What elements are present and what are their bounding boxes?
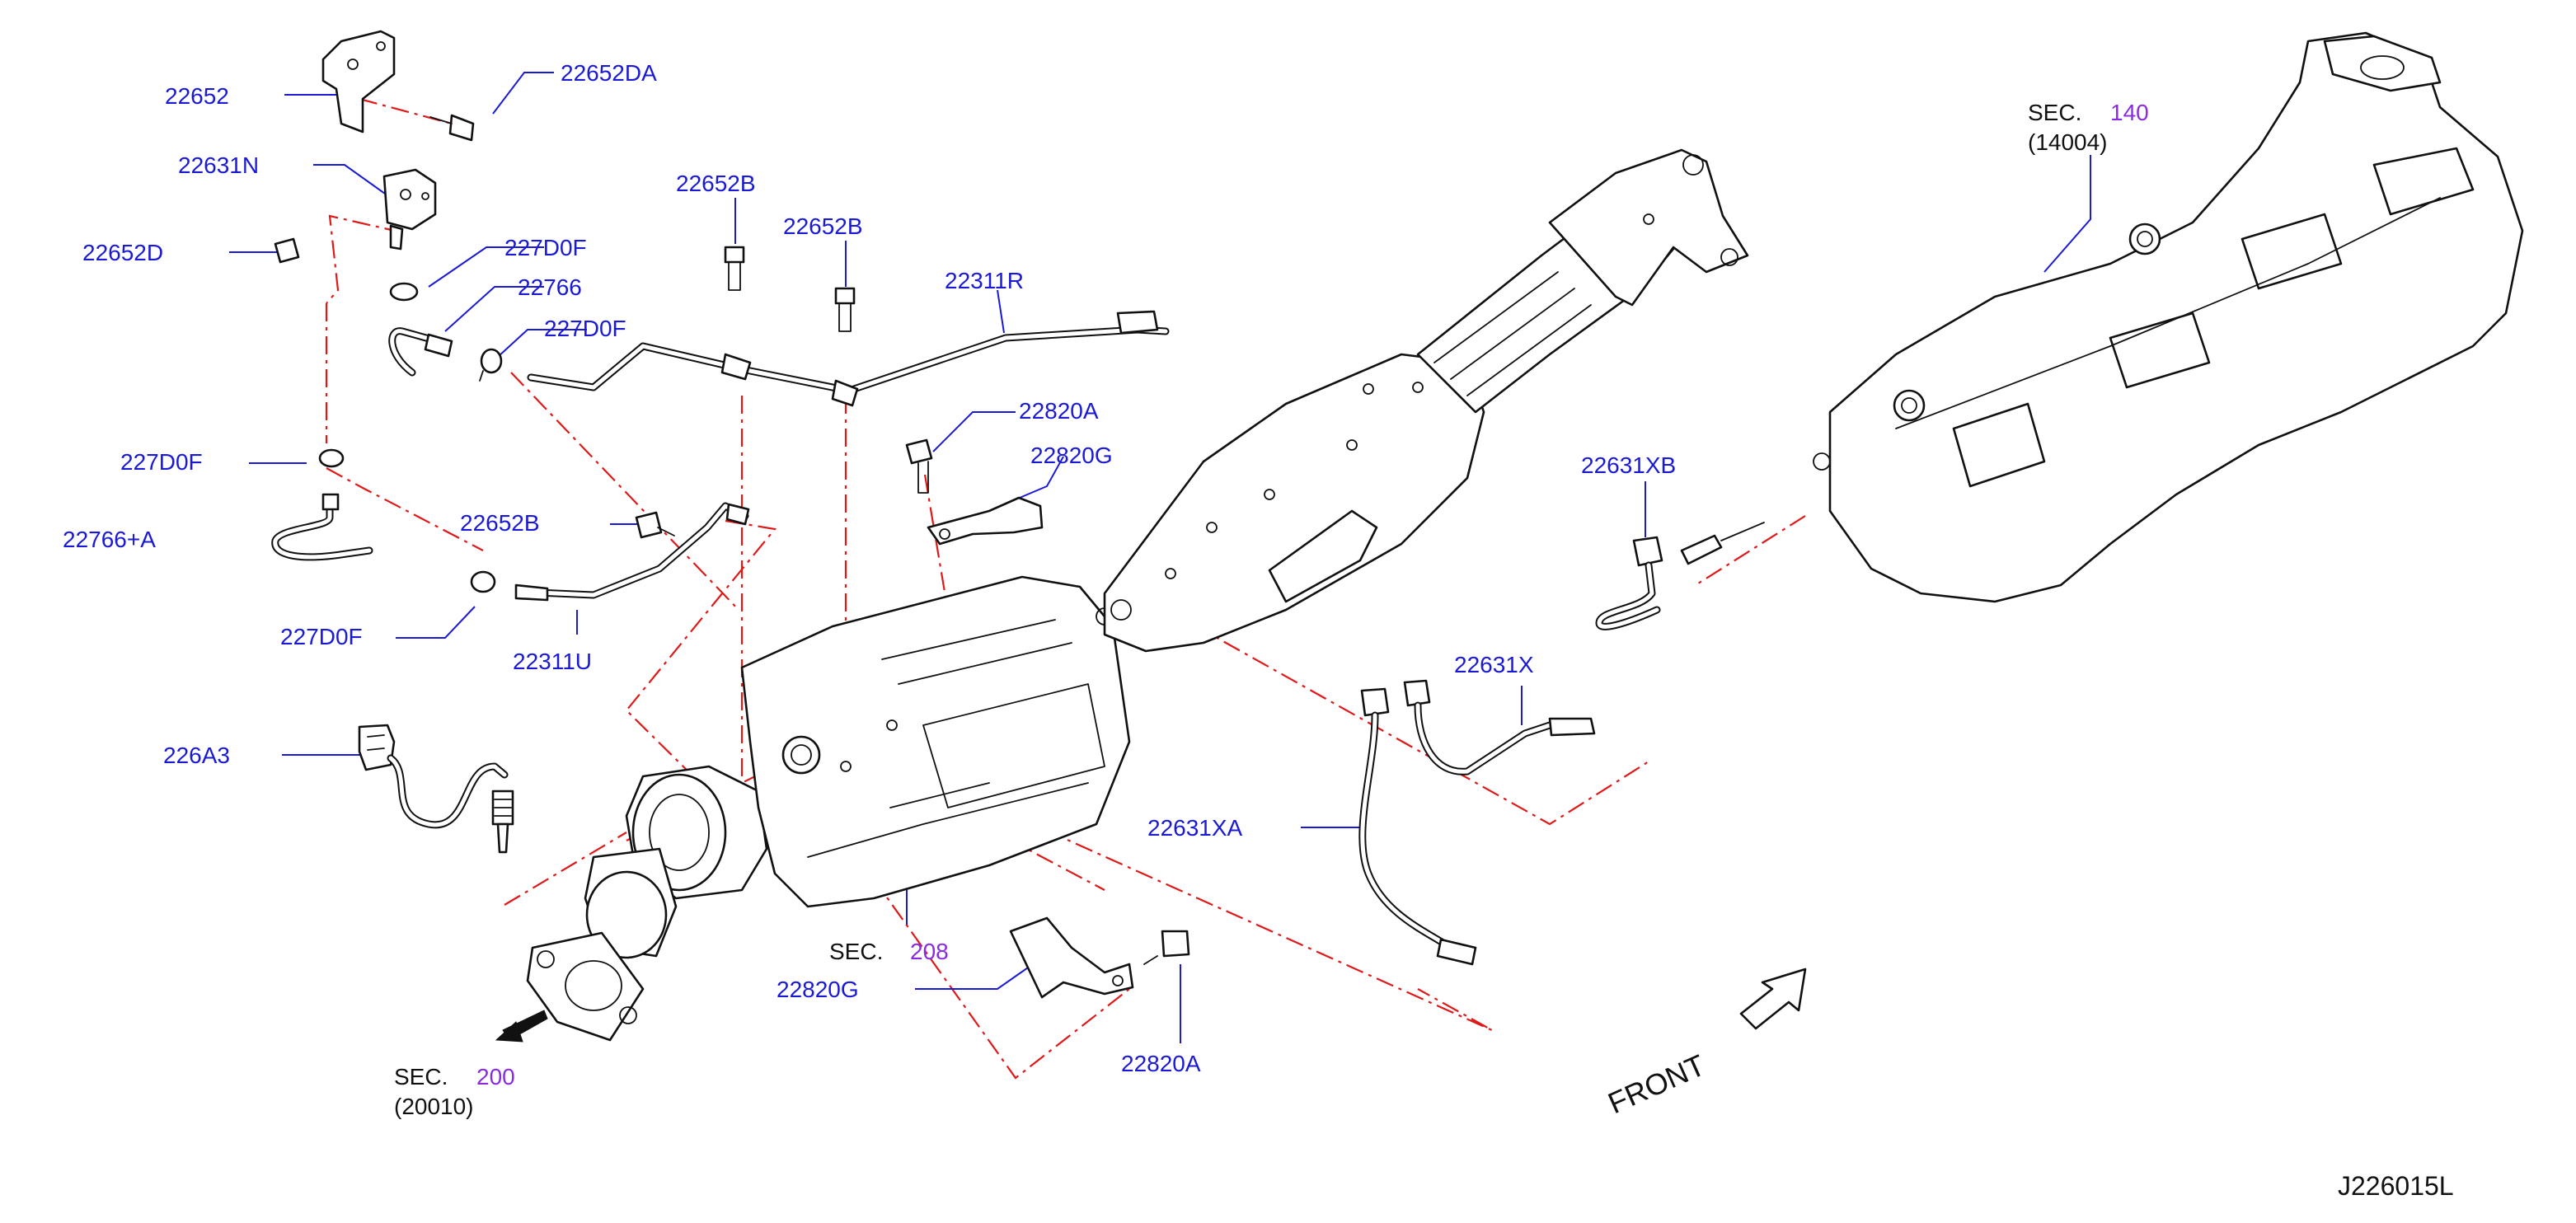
bolt-22652DA: [429, 114, 475, 142]
clamp-227D0F-mid: [479, 348, 503, 382]
flex-pipe: [1416, 148, 1749, 414]
label-22311U: 22311U: [513, 649, 592, 674]
label-226A3: 226A3: [163, 743, 230, 768]
sensor-22631XB: [1595, 522, 1765, 630]
label-22820G-b: 22820G: [777, 977, 859, 1002]
front-arrow: [1739, 968, 1807, 1030]
tube-22311R: [527, 310, 1170, 407]
leader-lines: [229, 72, 2091, 1043]
label-22631XA: 22631XA: [1147, 815, 1243, 841]
clamp-227D0F-upper: [389, 282, 419, 302]
sec140-number: 140: [2110, 100, 2149, 125]
label-22820G-a: 22820G: [1030, 443, 1113, 468]
label-22652DA: 22652DA: [561, 60, 657, 86]
section-ref-200: SEC. 200 (20010): [394, 1064, 515, 1119]
label-227D0F-b: 227D0F: [544, 316, 626, 341]
tube-22311U: [514, 502, 750, 602]
sec140-ref: (14004): [2028, 129, 2108, 155]
hose-22766: [388, 327, 453, 377]
section-ref-208: SEC. 208: [829, 939, 949, 964]
oxygen-sensor-226A3: [358, 724, 514, 854]
sec208-number: 208: [910, 939, 949, 964]
exhaust-manifold: [1813, 31, 2524, 603]
clamp-227D0F-bottom: [470, 570, 496, 593]
bolt-22652D: [274, 237, 300, 264]
bolt-22652B-b: [834, 287, 856, 332]
label-22652B-c: 22652B: [460, 510, 540, 536]
label-22652B-a: 22652B: [676, 171, 756, 196]
bolt-22652B-c: [635, 511, 675, 539]
part-labels: 22652 22652DA 22631N 22652D 227D0F 22766…: [63, 60, 1676, 1076]
label-22631XB: 22631XB: [1581, 452, 1676, 478]
sec208-prefix: SEC.: [829, 939, 883, 964]
clamp-227D0F-lower: [318, 448, 345, 468]
label-22652: 22652: [165, 83, 229, 109]
turbo-outlet-elbow: [526, 765, 768, 1042]
bolt-22820A-lower: [1143, 930, 1190, 965]
hose-22766A: [271, 493, 373, 561]
bracket-22652: [321, 30, 396, 134]
bracket-22820G-lower: [1009, 916, 1134, 999]
section-ref-140: SEC. 140 (14004): [2028, 100, 2149, 155]
label-22766A: 22766+A: [63, 527, 156, 552]
sec200-number: 200: [476, 1064, 515, 1089]
dpf-catalyst-body: [740, 575, 1131, 908]
bolt-22820A-upper: [905, 438, 933, 494]
label-22631N: 22631N: [178, 152, 259, 178]
front-label: FRONT: [1603, 1047, 1710, 1120]
sensor-22631XA: [1358, 687, 1477, 966]
bracket-22820G-upper: [927, 496, 1044, 546]
upper-catalyst: [1103, 353, 1485, 653]
label-22820A-b: 22820A: [1121, 1051, 1201, 1076]
front-arrow-sec200: [495, 1010, 548, 1043]
label-227D0F-c: 227D0F: [120, 449, 203, 475]
bolt-22652B-a: [724, 246, 745, 291]
drawing-id: J226015L: [2338, 1171, 2454, 1201]
label-22652B-b: 22652B: [783, 213, 863, 239]
sec200-prefix: SEC.: [394, 1064, 448, 1089]
label-227D0F-a: 227D0F: [504, 235, 587, 260]
sensor-22631X: [1403, 679, 1596, 776]
pressure-sensor-22631N: [382, 168, 437, 251]
sec200-ref: (20010): [394, 1094, 474, 1119]
label-22631X: 22631X: [1454, 652, 1534, 677]
sec140-prefix: SEC.: [2028, 100, 2081, 125]
label-22311R: 22311R: [945, 268, 1024, 293]
label-22820A-a: 22820A: [1019, 398, 1099, 424]
label-22766: 22766: [518, 274, 582, 300]
label-227D0F-d: 227D0F: [280, 624, 363, 649]
label-22652D: 22652D: [82, 240, 163, 265]
